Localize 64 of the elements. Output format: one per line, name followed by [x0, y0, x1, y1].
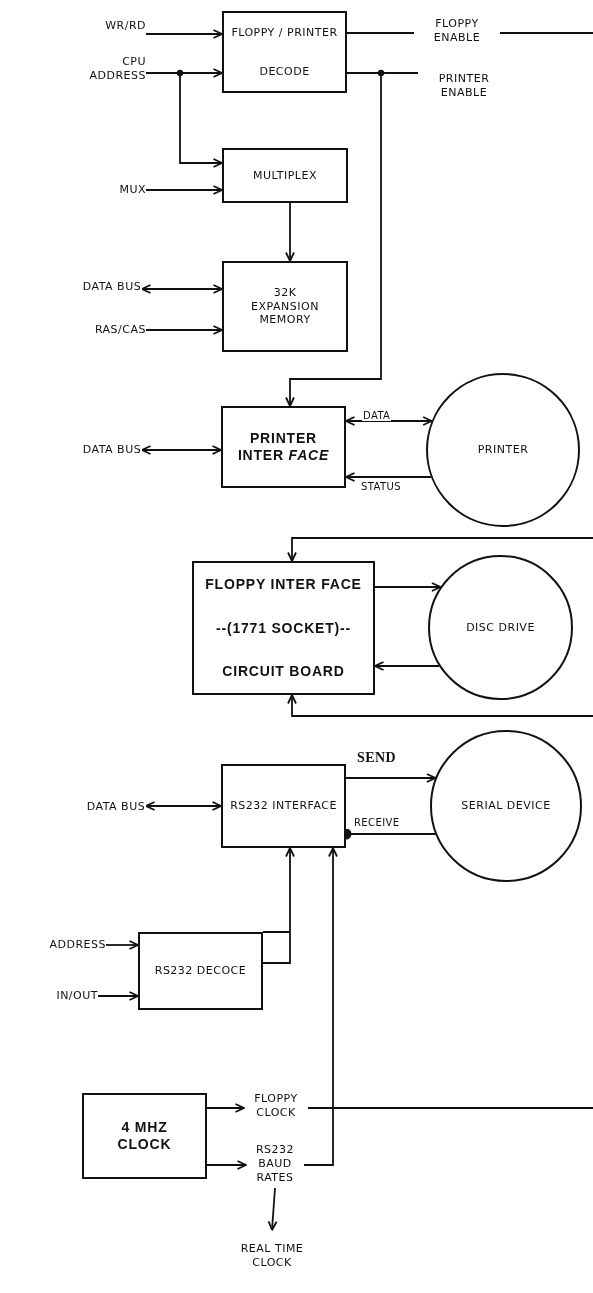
connector-arrow	[345, 773, 437, 783]
block-label: RS232 INTERFACE	[230, 799, 337, 813]
signal-label: WR/RD	[70, 16, 146, 36]
block-box	[221, 406, 346, 488]
connector-arrow	[145, 325, 223, 335]
block-box	[82, 1093, 207, 1179]
connector-arrow	[303, 847, 338, 1166]
edge-label: DATA	[362, 410, 392, 421]
block-label: DISC DRIVE	[466, 620, 535, 635]
signal-label: DATA BUS	[82, 433, 142, 467]
edge-label: STATUS	[360, 481, 402, 492]
block-box	[222, 11, 347, 93]
signal-label: RS232 BAUD RATES	[246, 1140, 304, 1188]
signal-label: ADDRESS	[14, 936, 106, 954]
signal-label: RAS/CAS	[64, 321, 146, 339]
block-label: SERIAL DEVICE	[461, 799, 551, 813]
connector-arrow	[374, 582, 442, 592]
connector-arrow	[145, 29, 223, 39]
signal-line	[499, 32, 593, 34]
block-label: CIRCUIT BOARD	[222, 662, 345, 680]
connector-arrow	[267, 1187, 278, 1231]
block-label: FLOPPY INTER FACE	[205, 576, 362, 594]
connector-arrow	[285, 72, 382, 407]
connector-arrow	[141, 284, 223, 294]
signal-label: CPU ADDRESS	[66, 52, 146, 86]
block-label: 4 MHZ CLOCK	[116, 1119, 173, 1153]
block-label: DECODE	[259, 64, 310, 79]
connector-arrow	[285, 202, 295, 262]
connector-arrow	[262, 847, 295, 964]
signal-label: FLOPPY ENABLE	[414, 12, 500, 50]
signal-label: REAL TIME CLOCK	[240, 1230, 304, 1282]
signal-label: IN/OUT	[18, 987, 98, 1005]
connector-arrow	[345, 472, 432, 482]
block-box	[221, 764, 346, 848]
connector-arrow	[105, 940, 139, 950]
connector-arrow	[145, 801, 222, 811]
signal-label: DATA BUS	[82, 270, 142, 304]
signal-line	[287, 694, 593, 717]
signal-line	[307, 1107, 593, 1109]
connector-arrow	[145, 185, 223, 195]
connector-arrow	[345, 416, 433, 426]
block-label: FLOPPY / PRINTER	[231, 25, 338, 40]
block-box	[138, 932, 263, 1010]
block-box	[222, 261, 348, 352]
block-label: PRINTER	[477, 443, 529, 457]
signal-label: PRINTER ENABLE	[418, 68, 510, 104]
connector-arrow	[374, 661, 440, 671]
connector-arrow	[206, 1103, 245, 1113]
block-label: RS232 DECOCE	[154, 964, 247, 978]
connector-arrow	[206, 1160, 247, 1170]
block-box	[222, 148, 348, 203]
block-box	[192, 561, 375, 695]
connector-arrow	[97, 991, 139, 1001]
block-label: MULTIPLEX	[253, 168, 317, 183]
edge-label: RECEIVE	[353, 817, 401, 828]
connector-arrow	[145, 72, 223, 168]
block-label: 32K EXPANSION MEMORY	[250, 285, 320, 328]
connector-arrow	[141, 445, 222, 455]
signal-label: FLOPPY CLOCK	[244, 1086, 308, 1126]
signal-label: MUX	[96, 181, 146, 199]
block-label: PRINTER INTER FACE	[236, 430, 331, 464]
signal-label: DATA BUS	[86, 790, 146, 824]
signal-line	[287, 537, 593, 562]
block-label: --(1771 SOCKET)--	[216, 619, 351, 637]
